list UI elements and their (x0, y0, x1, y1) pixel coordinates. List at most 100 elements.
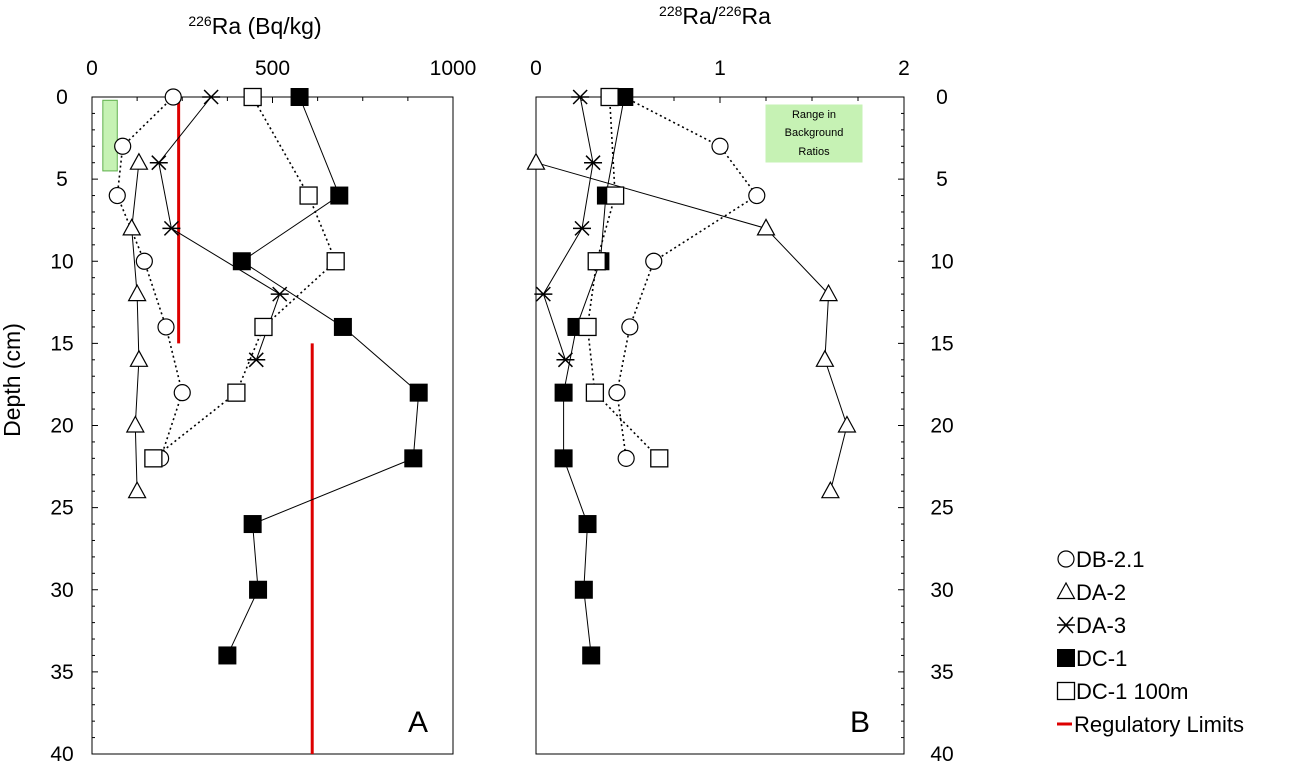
data-point-da-2 (127, 480, 147, 499)
data-point-da-2 (122, 218, 142, 236)
x-tick-label: 1000 (430, 57, 477, 80)
series-line-da-2 (535, 162, 848, 492)
series-da-3 (534, 89, 603, 368)
background-note-line: Range in (792, 109, 836, 121)
data-point-dc-1-100m (600, 87, 619, 107)
legend-star-icon (1057, 616, 1075, 634)
y-tick-label: 0 (936, 86, 948, 109)
y-tick-label: 25 (50, 497, 73, 520)
panel-a-series (108, 87, 428, 665)
y-tick-label: 35 (50, 661, 73, 684)
y-axis-title: Depth (cm) (0, 323, 25, 437)
x-tick-label: 500 (255, 57, 290, 80)
y-tick-label: 0 (56, 86, 68, 109)
data-point-dc-1 (554, 449, 573, 468)
series-dc-1 (218, 88, 428, 665)
data-point-dc-1-100m (254, 317, 273, 337)
data-point-da-2 (129, 152, 149, 170)
data-point-dc-1 (574, 580, 593, 599)
data-point-dc-1-100m (585, 383, 605, 402)
y-tick-label: 30 (50, 579, 73, 602)
data-point-da-2 (125, 415, 145, 433)
data-point-db-2-1 (108, 186, 126, 205)
data-point-da-3 (202, 89, 221, 105)
panel-b-series (526, 87, 857, 665)
series-dc-1 (554, 88, 634, 665)
data-point-da-3 (247, 352, 266, 368)
data-point-da-2 (129, 349, 149, 367)
y-tick-label: 15 (930, 332, 953, 355)
series-da-2 (122, 152, 149, 499)
data-point-dc-1 (582, 646, 601, 665)
data-point-dc-1-100m (578, 317, 597, 337)
series-da-3 (149, 89, 289, 368)
legend-item-regulatory-limits: Regulatory Limits (1057, 712, 1244, 737)
y-tick-label: 20 (50, 415, 73, 438)
data-point-da-3 (584, 155, 603, 171)
panel-a-letter: A (408, 706, 428, 739)
legend-label: DC-1 (1076, 646, 1127, 671)
data-point-db-2-1 (135, 252, 153, 270)
y-tick-label: 35 (930, 661, 953, 684)
data-point-db-2-1 (157, 318, 175, 336)
series-da-2 (526, 152, 857, 499)
legend-item-dc-1: DC-1 (1057, 646, 1127, 671)
legend-item-db-2-1: DB-2.1 (1057, 547, 1144, 572)
data-point-da-3 (162, 220, 181, 236)
data-point-da-3 (270, 286, 289, 302)
data-point-dc-1-100m (227, 383, 246, 402)
series-line-da-2 (131, 162, 140, 492)
panel-a-background-range (102, 99, 118, 172)
series-dc-1-100m (144, 87, 345, 468)
y-tick-label: 10 (50, 250, 73, 273)
panel-b-letter: B (850, 706, 870, 739)
legend-label: DC-1 100m (1076, 679, 1188, 704)
data-point-db-2-1 (173, 384, 191, 402)
data-point-da-3 (149, 155, 168, 171)
data-point-db-2-1 (114, 137, 132, 155)
legend-label: DA-2 (1076, 580, 1126, 605)
legend-circle-icon (1057, 550, 1075, 568)
data-point-dc-1 (232, 252, 251, 271)
data-point-da-3 (556, 352, 575, 368)
series-line-dc-1-100m (152, 96, 337, 460)
data-point-dc-1 (290, 88, 309, 106)
series-line-dc-1-100m (586, 96, 660, 459)
background-note-line: Background (785, 127, 844, 139)
panel-b-background-note: Range in Background Ratios (765, 104, 863, 163)
data-point-dc-1-100m (587, 252, 606, 271)
data-point-da-2 (526, 152, 546, 170)
y-tick-label: 15 (50, 332, 73, 355)
data-point-da-2 (815, 349, 835, 367)
data-point-da-3 (573, 220, 591, 236)
data-point-db-2-1 (748, 186, 766, 205)
legend-item-da-2: DA-2 (1056, 580, 1126, 605)
panel-a-x-axis-title: 226Ra (Bq/kg) (188, 13, 321, 39)
legend-label: DB-2.1 (1076, 547, 1144, 572)
series-dc-1-100m (578, 87, 669, 468)
y-tick-label: 30 (930, 579, 953, 602)
data-point-db-2-1 (617, 449, 635, 467)
data-point-dc-1-100m (605, 186, 625, 205)
panel-a-plot-frame (91, 96, 454, 755)
series-line-dc-1 (563, 96, 625, 656)
data-point-db-2-1 (608, 384, 626, 402)
data-point-da-2 (837, 415, 857, 433)
background-ratio-box (765, 104, 863, 163)
x-tick-label: 1 (714, 57, 726, 80)
data-point-da-3 (534, 286, 553, 302)
series-db-2-1 (608, 88, 766, 467)
x-tick-label: 0 (530, 57, 542, 80)
legend-filled-square-icon (1057, 649, 1075, 667)
series-line-dc-1 (226, 96, 420, 656)
y-tick-label: 40 (930, 743, 953, 765)
y-tick-label: 40 (50, 743, 73, 765)
y-tick-label: 25 (930, 497, 953, 520)
background-note-line: Ratios (798, 146, 830, 158)
data-point-dc-1-100m (299, 186, 318, 205)
data-point-da-2 (756, 218, 776, 236)
data-point-db-2-1 (621, 318, 639, 336)
y-tick-label: 10 (930, 250, 953, 273)
